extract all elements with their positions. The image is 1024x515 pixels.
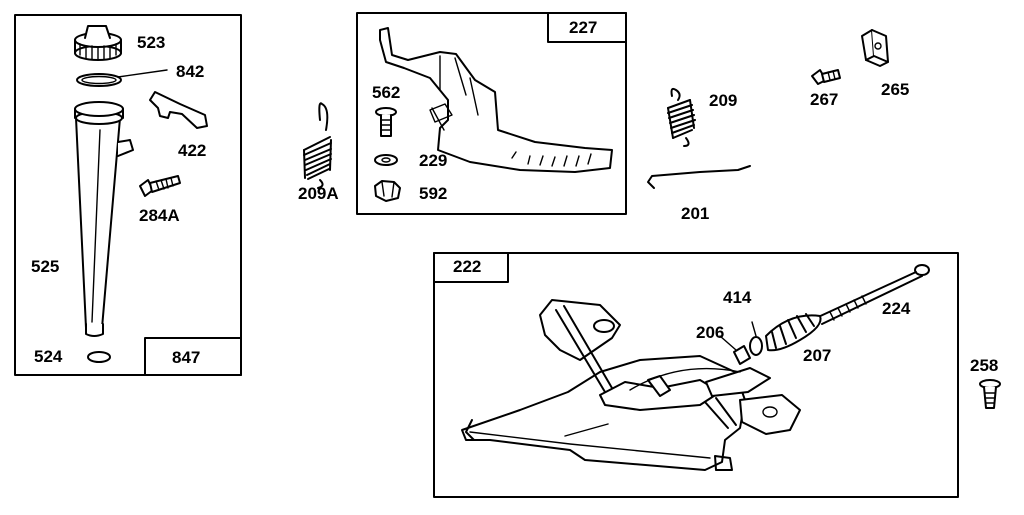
screw-562 xyxy=(375,107,397,137)
part-label-207: 207 xyxy=(803,346,832,365)
frame-227 xyxy=(356,12,627,215)
part-label-525: 525 xyxy=(31,257,60,276)
part-label-284A: 284A xyxy=(139,206,180,225)
box-label-222: 222 xyxy=(453,257,482,276)
part-label-224: 224 xyxy=(882,299,911,318)
frame-222 xyxy=(433,252,959,498)
part-label-267: 267 xyxy=(810,90,839,109)
box-label-847: 847 xyxy=(172,348,201,367)
spring-209 xyxy=(667,87,696,147)
part-label-422: 422 xyxy=(178,141,207,160)
screw-258 xyxy=(979,379,1001,409)
bolt-224 xyxy=(815,264,930,325)
part-label-258: 258 xyxy=(970,356,999,375)
part-label-523: 523 xyxy=(137,33,166,52)
part-label-209A: 209A xyxy=(298,184,339,203)
clip-206 xyxy=(719,335,751,365)
lever-227 xyxy=(379,27,613,173)
o-ring-842 xyxy=(76,69,168,87)
frame-847 xyxy=(14,14,242,376)
box-label-227: 227 xyxy=(569,18,598,37)
part-label-201: 201 xyxy=(681,204,710,223)
dipstick-cap-523 xyxy=(74,25,122,61)
part-label-414: 414 xyxy=(723,288,752,307)
bracket-265 xyxy=(861,29,889,67)
dipstick-tube-525 xyxy=(74,101,134,337)
spring-207 xyxy=(765,313,822,352)
screw-267 xyxy=(811,69,841,85)
ring-524 xyxy=(87,351,111,363)
nut-592 xyxy=(374,180,401,202)
part-label-592: 592 xyxy=(419,184,448,203)
part-label-229: 229 xyxy=(419,151,448,170)
control-plate-222 xyxy=(461,299,801,471)
clip-422 xyxy=(149,91,208,129)
part-label-265: 265 xyxy=(881,80,910,99)
screw-284A xyxy=(139,175,181,197)
part-label-206: 206 xyxy=(696,323,725,342)
part-label-562: 562 xyxy=(372,83,401,102)
part-label-842: 842 xyxy=(176,62,205,81)
washer-229 xyxy=(374,154,398,166)
part-label-524: 524 xyxy=(34,347,63,366)
wire-link-201 xyxy=(647,165,751,189)
part-label-209: 209 xyxy=(709,91,738,110)
spring-209A xyxy=(303,102,332,189)
washer-414 xyxy=(749,321,763,356)
